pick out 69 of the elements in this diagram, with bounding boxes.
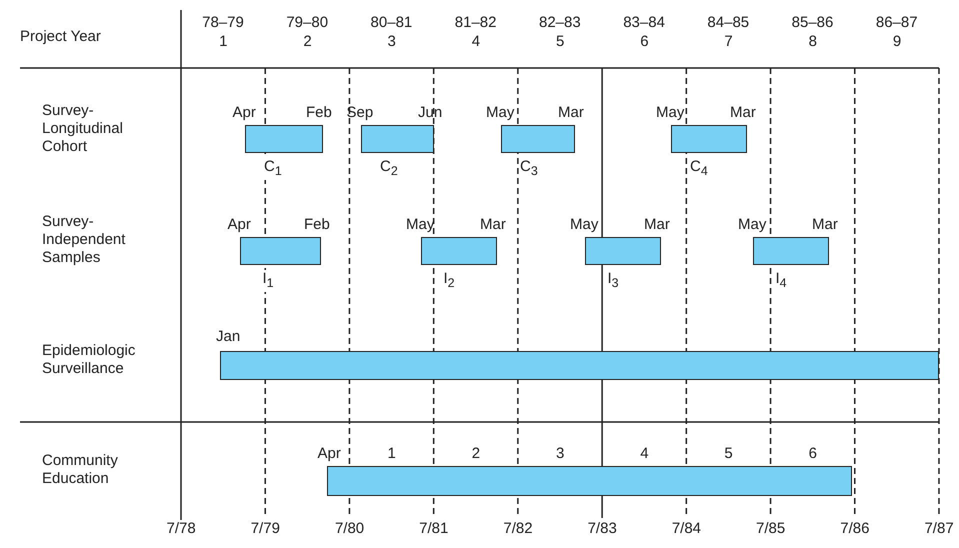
month-label: May [486,104,514,122]
cohort-label: I$_{1}$ [262,270,274,292]
date-tick-label: 7/78 [166,520,196,538]
year-number: 5 [724,445,733,463]
month-label: Apr [318,445,341,463]
project-year-number: 4 [472,33,480,51]
timeline-bar [421,237,497,265]
header-label: Project Year [20,28,101,46]
month-label: Sep [346,104,374,122]
year-number: 4 [640,445,649,463]
year-number: 3 [556,445,564,463]
date-tick-label: 7/82 [503,520,533,538]
date-tick-label: 7/84 [672,520,702,538]
timeline-bar [753,237,829,265]
row-label: Epidemiologic Surveillance [42,342,136,378]
month-label: Mar [644,216,670,234]
date-tick-label: 7/81 [419,520,448,538]
project-year-number: 9 [892,33,902,51]
month-label: Feb [306,104,332,122]
month-label: Feb [304,216,330,234]
project-year-number: 7 [724,33,733,51]
month-label: Jan [216,328,240,346]
date-tick-label: 7/85 [756,520,786,538]
year-number: 2 [472,445,480,463]
year-number: 6 [808,445,817,463]
cohort-label: C$_{1}$ [264,158,282,180]
year-range-label: 81–82 [454,14,496,32]
month-label: Mar [812,216,838,234]
timeline-bar [327,466,852,496]
row-label: Survey- Independent Samples [42,213,126,267]
month-label: Apr [232,104,256,122]
timeline-bar [671,125,747,153]
timeline-bar [585,237,661,265]
timeline-bar [220,351,939,380]
date-tick-label: 7/83 [588,520,617,538]
date-tick-label: 7/87 [924,520,954,538]
year-range-label: 78–79 [202,14,244,32]
project-year-number: 3 [388,33,396,51]
year-range-label: 80–81 [370,14,412,32]
row-label: Survey- Longitudinal Cohort [42,102,124,156]
year-range-label: 82–83 [538,14,581,32]
year-range-label: 83–84 [623,14,665,32]
timeline-bar [501,125,575,153]
project-year-number: 2 [303,33,312,51]
year-range-label: 86–87 [876,14,918,32]
date-tick-label: 7/80 [334,520,364,538]
month-label: May [406,216,434,234]
date-tick-label: 7/79 [250,520,280,538]
timeline-bar [240,237,321,265]
timeline-bar [361,125,434,153]
row-label: Community Education [42,452,119,488]
timeline-bar [245,125,323,153]
year-range-label: 84–85 [707,14,750,32]
year-range-label: 79–80 [286,14,328,32]
project-year-number: 6 [640,33,649,51]
month-label: May [738,216,766,234]
month-label: Mar [730,104,756,122]
year-number: 1 [388,445,396,463]
project-year-number: 1 [219,33,228,51]
month-label: Mar [558,104,584,122]
month-label: May [570,216,598,234]
month-label: Apr [228,216,251,234]
project-year-number: 8 [808,33,817,51]
date-tick-label: 7/86 [840,520,870,538]
year-range-label: 85–86 [792,14,834,32]
project-year-number: 5 [556,33,564,51]
month-label: Jun [418,104,442,122]
month-label: Mar [480,216,506,234]
month-label: May [656,104,684,122]
